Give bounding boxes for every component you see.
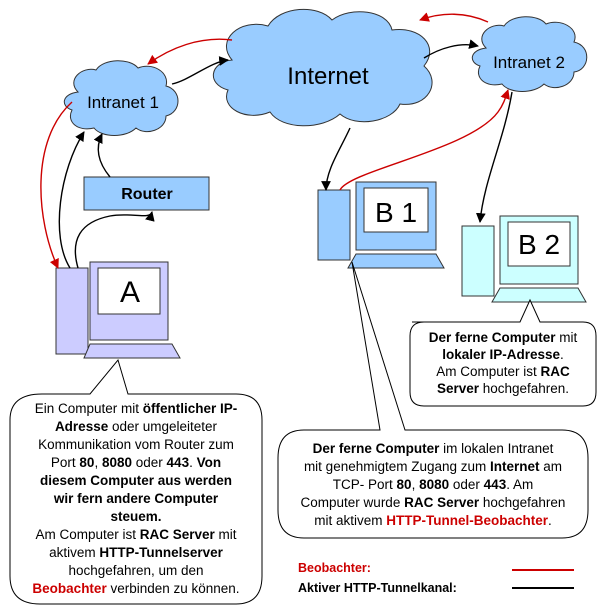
- callout-a-l1-a: Ein Computer mit: [35, 401, 143, 416]
- observer-b1-intranet2: [339, 89, 510, 191]
- svg-text:Ein Computer mit öffentlicher: Ein Computer mit öffentlicher IP-: [35, 401, 238, 416]
- callout-b1-l3-b3: 443: [484, 477, 507, 492]
- callout-b1-l5-a: mit aktivem: [314, 513, 386, 528]
- internet-cloud: Internet: [212, 8, 433, 127]
- callout-a-l3: Kommunikation vom Router zum: [38, 437, 234, 452]
- svg-text:Computer wurde RAC Server hoch: Computer wurde RAC Server hochgefahren: [301, 495, 566, 510]
- svg-text:Der ferne Computer im lokalen: Der ferne Computer im lokalen Intranet: [313, 441, 554, 456]
- svg-text:aktivem HTTP-Tunnelserver: aktivem HTTP-Tunnelserver: [49, 545, 224, 560]
- intranet1-label: Intranet 1: [87, 93, 159, 112]
- callout-b2-line1-bold: Der ferne Computer: [429, 330, 557, 345]
- legend-observer-label: Beobachter:: [298, 561, 371, 575]
- callout-a-l1-bold: öffentlicher IP-: [143, 401, 238, 416]
- callout-a-l2-bold: Adresse: [55, 419, 109, 434]
- callout-b1-l3-a: TCP- Port: [333, 477, 397, 492]
- callout-b1-l3-e: . Am: [506, 477, 533, 492]
- tunnel-intranet2-b2: [475, 91, 513, 223]
- callout-b2-line4-bold: Server: [437, 381, 480, 396]
- callout-a-l6-bold: wir fern andere Computer: [53, 491, 219, 506]
- computer-b1: B 1: [317, 181, 445, 269]
- svg-text:lokaler IP-Adresse.: lokaler IP-Adresse.: [442, 347, 564, 362]
- callout-a-l9-bold: HTTP-Tunnelserver: [99, 545, 223, 560]
- tunnel-connections: [58, 39, 513, 269]
- callout-a-l11-red: Beobachter: [32, 581, 107, 596]
- callout-b1-l3-b2: 8080: [419, 477, 449, 492]
- callout-b2-line4-rest: hochgefahren.: [479, 381, 569, 396]
- callout-b1-l5-red: HTTP-Tunnel-Beobachter: [386, 513, 548, 528]
- callout-b1-l3-d: oder: [449, 477, 484, 492]
- tunnel-a-intranet1: [58, 131, 85, 269]
- tunnel-internet-intranet2: [423, 39, 479, 59]
- callout-a-l4-a: Port: [51, 455, 80, 470]
- svg-text:mit aktivem HTTP-Tunnel-Beobac: mit aktivem HTTP-Tunnel-Beobachter.: [314, 513, 552, 528]
- callout-b1-l5-b: .: [548, 513, 552, 528]
- callout-a-l2-b: oder umgeleiteter: [108, 419, 217, 434]
- svg-text:Beobachter verbinden zu können: Beobachter verbinden zu können.: [32, 581, 239, 596]
- callout-a-l4-c: ,: [94, 455, 102, 470]
- svg-text:Der ferne Computer mit: Der ferne Computer mit: [429, 330, 578, 345]
- callout-b1-l2-a: mit genehmigtem Zugang zum: [304, 459, 490, 474]
- tunnel-intranet1-internet: [171, 56, 229, 85]
- observer-connections: [40, 12, 510, 269]
- observer-intranet1-a: [40, 101, 73, 269]
- computer-b2-label: B 2: [518, 229, 560, 260]
- legend-tunnel-label: Aktiver HTTP-Tunnelkanal:: [298, 581, 457, 595]
- callout-a-l4-e: .: [189, 455, 197, 470]
- callout-b2-line1-rest: mit: [556, 330, 578, 345]
- svg-text:Port 80, 8080 oder 443. Von: Port 80, 8080 oder 443. Von: [51, 455, 221, 470]
- computer-b2: B 2: [461, 215, 587, 303]
- legend: Beobachter: Aktiver HTTP-Tunnelkanal:: [298, 561, 574, 595]
- internet-label: Internet: [287, 63, 369, 90]
- observer-internet-intranet1: [147, 38, 233, 65]
- callout-b1: Der ferne Computer im lokalen Intranet m…: [277, 261, 589, 539]
- callout-b1-l2-bold: Internet: [490, 459, 540, 474]
- callout-b1-l4-bold: RAC Server: [404, 495, 480, 510]
- callout-b2-line2-rest: .: [560, 347, 564, 362]
- callout-a-l4-b2: 8080: [102, 455, 132, 470]
- intranet2-label: Intranet 2: [493, 53, 565, 72]
- callout-a-l10: hochgefahren, um den: [68, 563, 203, 578]
- callout-b2-line3-bold: RAC: [541, 364, 570, 379]
- callout-b1-l1-bold: Der ferne Computer: [313, 441, 441, 456]
- callout-b1-l4-a: Computer wurde: [301, 495, 405, 510]
- computer-a-label: A: [120, 276, 140, 309]
- callout-b1-l3-b1: 80: [397, 477, 412, 492]
- svg-text:mit genehmigtem Zugang zum Int: mit genehmigtem Zugang zum Internet am: [304, 459, 562, 474]
- callout-b1-l3-c: ,: [412, 477, 420, 492]
- computer-b1-label: B 1: [375, 197, 417, 228]
- callout-b2-line2-bold: lokaler IP-Adresse: [442, 347, 560, 362]
- intranet2-cloud: Intranet 2: [471, 16, 588, 92]
- svg-text:Am Computer ist RAC: Am Computer ist RAC: [436, 364, 570, 379]
- callout-b2-line3: Am Computer ist: [436, 364, 540, 379]
- svg-text:TCP- Port 80, 8080 oder 443.: TCP- Port 80, 8080 oder 443. Am: [333, 477, 533, 492]
- callout-a-l11-b: verbinden zu können.: [107, 581, 240, 596]
- callout-a-l8-a: Am Computer ist: [35, 527, 139, 542]
- callout-a-l4-d: oder: [132, 455, 167, 470]
- callout-b1-l2-b: am: [540, 459, 563, 474]
- router-box: Router: [83, 176, 210, 211]
- callout-b2: Der ferne Computer mit lokaler IP-Adress…: [409, 298, 597, 407]
- callout-a-l7-bold: steuem.: [110, 509, 161, 524]
- callout-a-l9-a: aktivem: [49, 545, 99, 560]
- tunnel-a-router: [74, 211, 155, 269]
- svg-text:Server hochgefahren.: Server hochgefahren.: [437, 381, 569, 396]
- observer-intranet2-internet: [419, 12, 489, 23]
- computer-a: A: [55, 261, 181, 359]
- callout-a-l8-bold: RAC Server: [140, 527, 216, 542]
- callout-a-l4-b3: 443: [167, 455, 190, 470]
- callout-b1-l1-rest: im lokalen Intranet: [439, 441, 553, 456]
- callout-a-l4-bold: Von: [197, 455, 222, 470]
- callout-b1-l4-b: hochgefahren: [479, 495, 565, 510]
- svg-text:Am Computer ist RAC Server mit: Am Computer ist RAC Server mit: [35, 527, 236, 542]
- svg-text:Adresse oder umgeleiteter: Adresse oder umgeleiteter: [55, 419, 218, 434]
- intranet1-cloud: Intranet 1: [63, 60, 179, 136]
- tunnel-internet-b1: [321, 127, 351, 191]
- callout-a-l5-bold: diesem Computer aus werden: [40, 473, 232, 488]
- callout-a-l4-b1: 80: [79, 455, 94, 470]
- router-label: Router: [121, 186, 173, 203]
- callout-a: Ein Computer mit öffentlicher IP- Adress…: [9, 358, 263, 605]
- callout-a-l8-b: mit: [215, 527, 237, 542]
- tunnel-router-intranet1: [93, 133, 111, 178]
